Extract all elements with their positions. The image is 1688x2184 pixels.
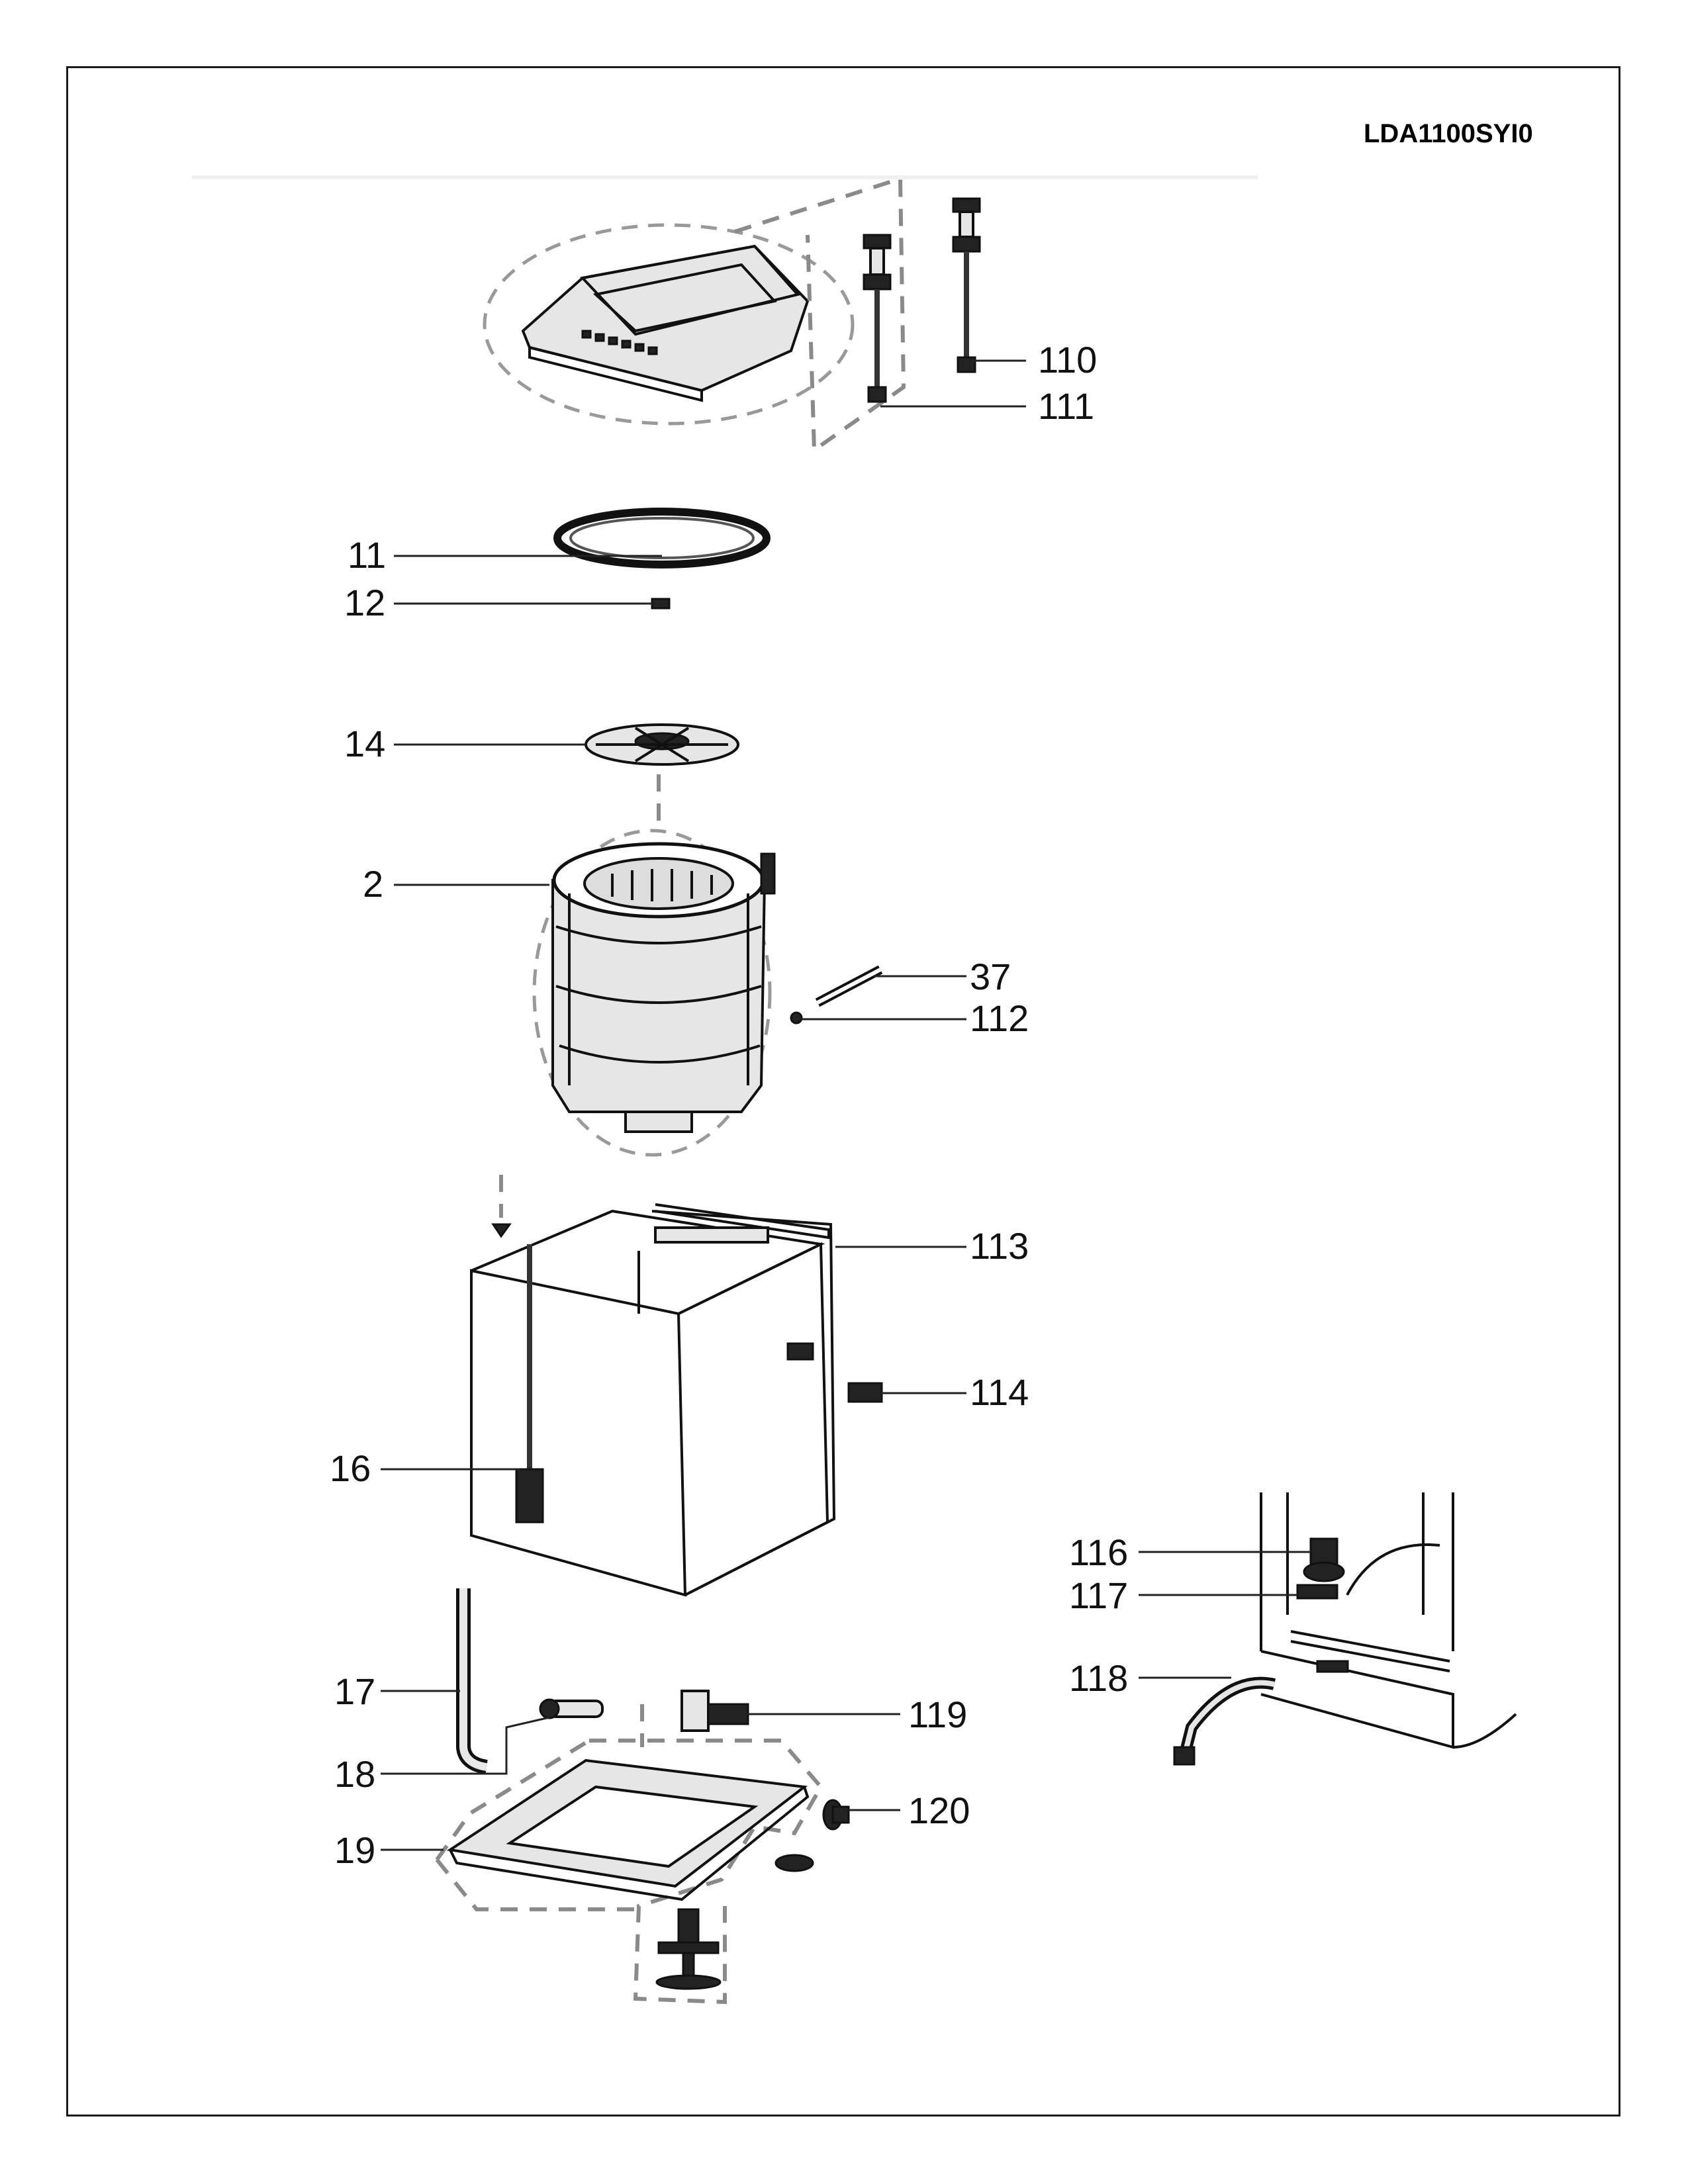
callout-116: 116 bbox=[1069, 1531, 1128, 1573]
suspension-rod-rear bbox=[952, 197, 981, 373]
callout-17: 17 bbox=[334, 1670, 375, 1712]
callout-12: 12 bbox=[344, 582, 385, 623]
callout-11: 11 bbox=[348, 534, 386, 576]
clamp-18-part bbox=[539, 1698, 604, 1719]
leader-18 bbox=[381, 1716, 550, 1775]
pulsator-part bbox=[585, 723, 739, 766]
callout-37: 37 bbox=[970, 956, 1011, 997]
top-assembly-guide bbox=[734, 175, 906, 454]
diagram-frame bbox=[66, 66, 1620, 2116]
cabinet-part bbox=[470, 1203, 836, 1597]
callout-18: 18 bbox=[334, 1753, 375, 1795]
callout-119: 119 bbox=[908, 1694, 967, 1735]
bolt-top-part bbox=[491, 1223, 512, 1238]
callout-117: 117 bbox=[1069, 1574, 1128, 1616]
drain-hose-part bbox=[456, 1588, 489, 1774]
callout-16: 16 bbox=[330, 1447, 371, 1489]
callout-120: 120 bbox=[908, 1790, 970, 1831]
model-number: LDA1100SYI0 bbox=[1364, 119, 1533, 148]
tub-assembly-part bbox=[532, 829, 776, 1157]
hinge-114-part bbox=[847, 1382, 883, 1403]
callout-118: 118 bbox=[1069, 1657, 1128, 1699]
screw-112-part bbox=[790, 1011, 803, 1024]
inset-drain-area bbox=[1260, 1492, 1517, 1749]
callout-114: 114 bbox=[970, 1371, 1029, 1413]
top-cover-part bbox=[483, 223, 855, 426]
valve-119-part bbox=[680, 1690, 749, 1732]
callout-110: 110 bbox=[1038, 339, 1097, 381]
callout-112: 112 bbox=[970, 997, 1029, 1039]
callout-111: 111 bbox=[1038, 385, 1094, 427]
callout-2: 2 bbox=[363, 863, 383, 905]
suspension-rod-front bbox=[863, 234, 892, 403]
base-frame-part bbox=[446, 1758, 810, 1901]
callout-19: 19 bbox=[334, 1829, 375, 1871]
callout-113: 113 bbox=[970, 1225, 1029, 1267]
balance-ring-part bbox=[553, 508, 771, 610]
foot-120-part bbox=[822, 1799, 850, 1831]
hose-118-part bbox=[1173, 1676, 1276, 1766]
hose-37-part bbox=[815, 965, 883, 1007]
foot-pad-part bbox=[774, 1854, 814, 1872]
adjustable-foot-part bbox=[655, 1908, 722, 1990]
callout-14: 14 bbox=[344, 723, 385, 764]
